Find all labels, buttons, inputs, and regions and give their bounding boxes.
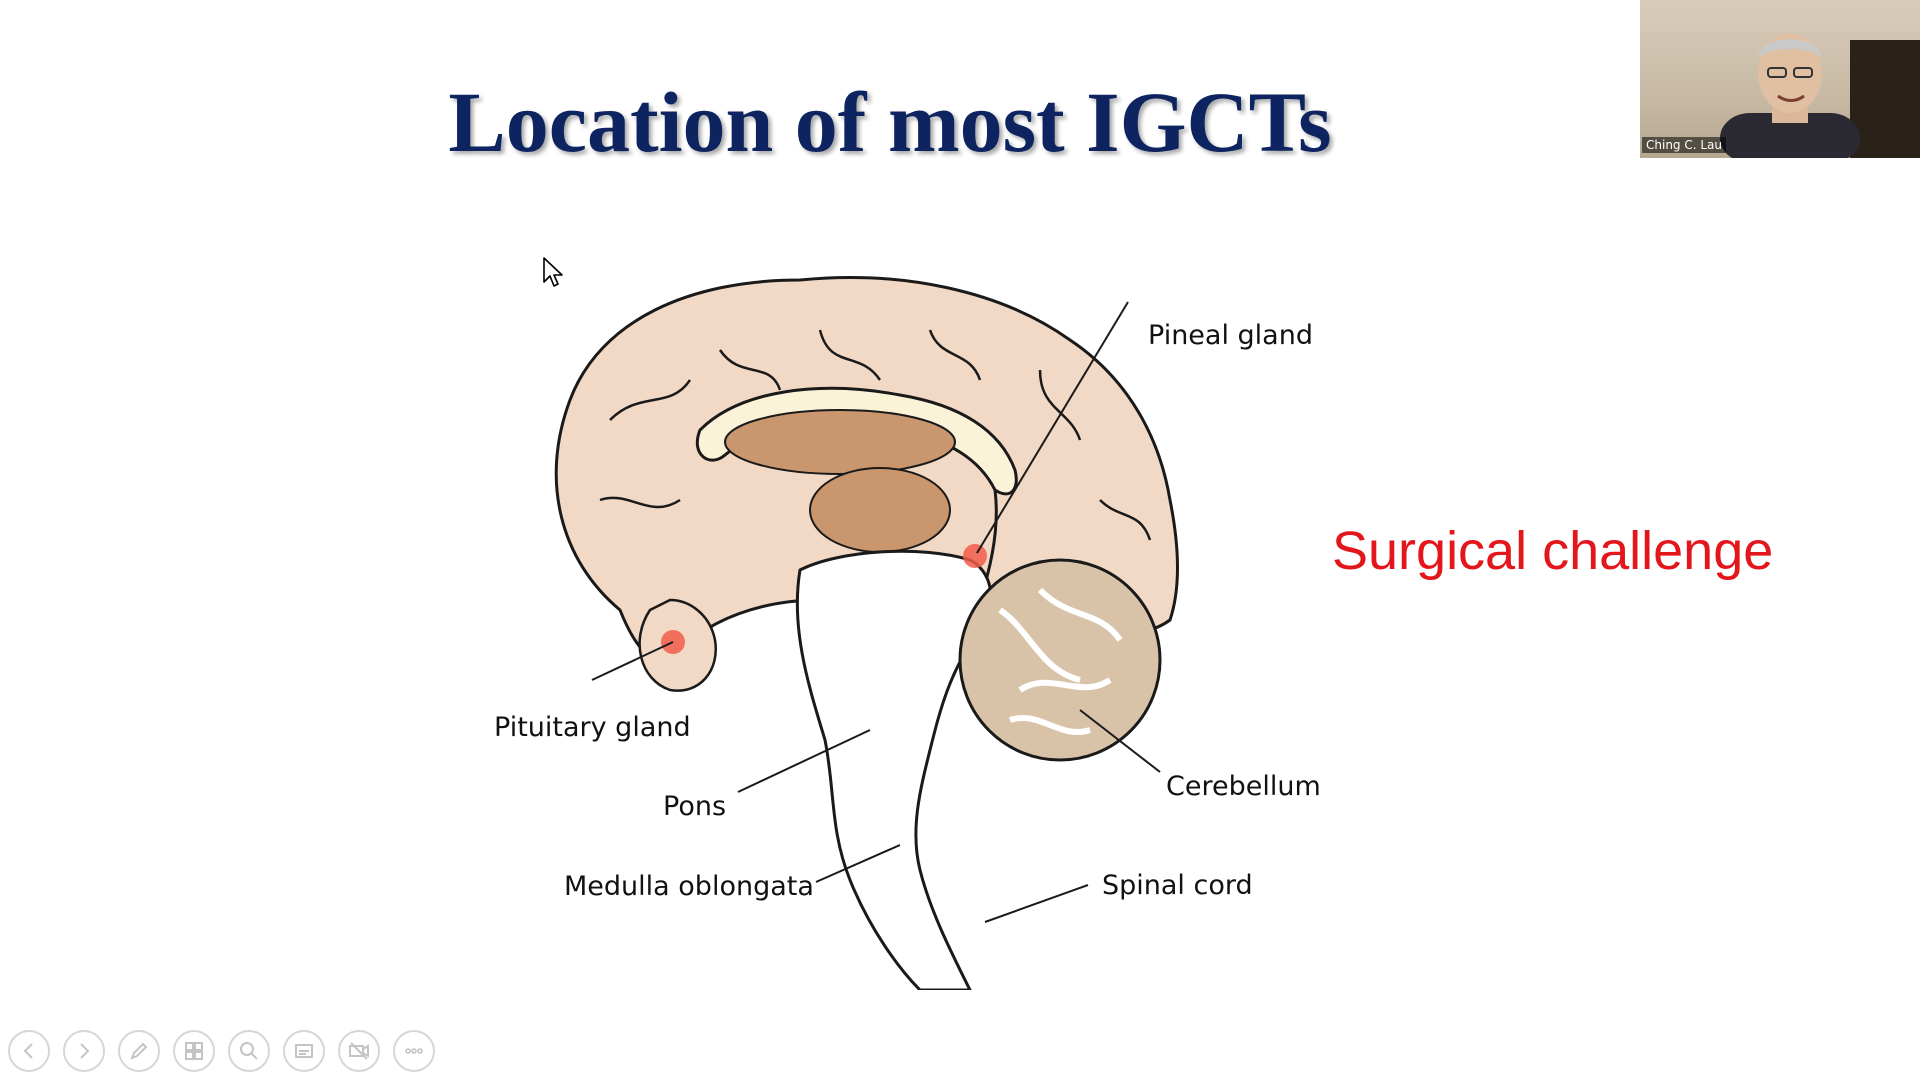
label-spinal-cord: Spinal cord xyxy=(1102,870,1253,901)
cerebellum xyxy=(958,558,1162,762)
subtitles-button[interactable] xyxy=(283,1030,325,1072)
thalamus xyxy=(809,467,951,553)
camera-toggle-button[interactable] xyxy=(338,1030,380,1072)
participant-avatar xyxy=(1720,33,1860,158)
zoom-button[interactable] xyxy=(228,1030,270,1072)
zoom-icon xyxy=(240,1042,258,1060)
brainstem xyxy=(795,549,993,990)
surgical-challenge-text: Surgical challenge xyxy=(1332,521,1774,581)
previous-icon xyxy=(23,1043,33,1059)
label-cerebellum: Cerebellum xyxy=(1166,771,1321,802)
pen-icon xyxy=(130,1042,148,1060)
slide-title: Location of most IGCTs xyxy=(448,74,1332,170)
brain-diagram xyxy=(480,270,1360,990)
more-icon xyxy=(405,1048,423,1054)
participant-name: Ching C. Lau xyxy=(1642,137,1727,153)
see-all-slides-button[interactable] xyxy=(173,1030,215,1072)
next-icon xyxy=(80,1043,90,1059)
slideshow-toolbar xyxy=(8,1030,435,1074)
next-slide-button[interactable] xyxy=(63,1030,105,1072)
ventricle xyxy=(724,409,956,475)
subtitles-icon xyxy=(295,1044,313,1058)
pen-tool-button[interactable] xyxy=(118,1030,160,1072)
previous-slide-button[interactable] xyxy=(8,1030,50,1072)
label-pituitary-gland: Pituitary gland xyxy=(494,712,691,743)
more-options-button[interactable] xyxy=(393,1030,435,1072)
camera-off-icon xyxy=(349,1042,369,1060)
slides-icon xyxy=(185,1042,203,1060)
participant-video[interactable] xyxy=(1640,0,1920,158)
label-pons: Pons xyxy=(663,791,727,822)
label-pineal-gland: Pineal gland xyxy=(1148,320,1313,351)
brain-illustration xyxy=(554,276,1179,990)
label-medulla-oblongata: Medulla oblongata xyxy=(564,871,814,902)
pineal-tumor xyxy=(963,544,987,568)
mouse-cursor-icon xyxy=(543,257,563,287)
background-shelf xyxy=(1850,40,1920,158)
